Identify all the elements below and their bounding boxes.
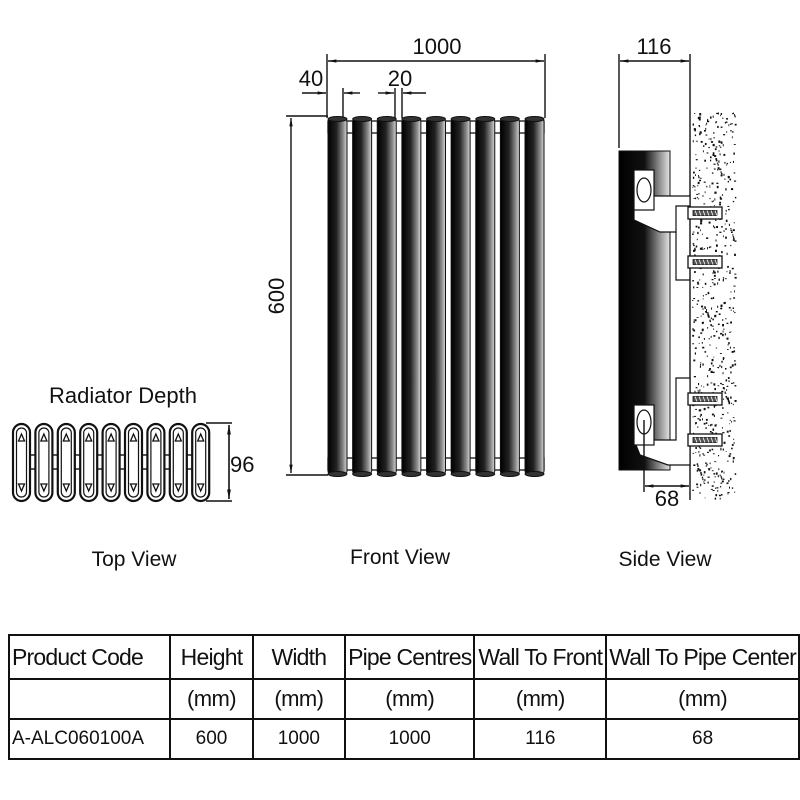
front-view-caption: Front View xyxy=(350,546,451,569)
pipe-centres-cell: 1000 xyxy=(344,718,476,760)
depth-label: 96 xyxy=(230,452,254,477)
width-label: 1000 xyxy=(413,34,462,59)
side-view: 116 68 Side View xyxy=(618,34,737,571)
front-column xyxy=(426,116,446,477)
front-column xyxy=(524,116,545,477)
table-row: A-ALC060100A 600 1000 1000 116 68 xyxy=(7,718,800,760)
product-code-cell: A-ALC060100A xyxy=(7,718,172,760)
technical-drawing: Radiator Depth 96 Top View 1000 xyxy=(11,34,737,571)
wall-to-front-label: 116 xyxy=(636,34,671,59)
front-column xyxy=(475,116,496,477)
radiator-depth-title: Radiator Depth xyxy=(49,383,197,408)
top-column xyxy=(79,422,99,503)
header-product-code: Product Code xyxy=(7,634,172,680)
top-column xyxy=(11,422,32,503)
wall-screw xyxy=(687,433,723,447)
side-view-caption: Side View xyxy=(618,548,712,571)
spec-table: Product Code Height Width Pipe Centres W… xyxy=(7,634,800,760)
wall-to-pipe-label: 68 xyxy=(655,486,679,511)
wall-screw xyxy=(687,206,723,220)
top-column xyxy=(56,422,76,503)
wall-to-front-dimension xyxy=(618,54,691,148)
top-column xyxy=(34,422,54,503)
header-wall-to-front: Wall To Front xyxy=(473,634,608,680)
front-view-columns xyxy=(327,116,545,477)
header-height: Height xyxy=(169,634,254,680)
top-column xyxy=(168,422,188,503)
width-cell: 1000 xyxy=(251,718,347,760)
unit-cell: (mm) xyxy=(169,678,254,720)
front-column xyxy=(401,116,422,477)
unit-cell xyxy=(7,678,172,720)
front-column xyxy=(499,116,520,477)
depth-dimension xyxy=(206,422,232,502)
table-units-row: (mm) (mm) (mm) (mm) (mm) xyxy=(7,678,800,720)
unit-cell: (mm) xyxy=(251,678,347,720)
header-wall-to-pipe-center: Wall To Pipe Center xyxy=(605,634,800,680)
wall-screw xyxy=(687,255,723,269)
top-column xyxy=(146,422,166,503)
table-header-row: Product Code Height Width Pipe Centres W… xyxy=(7,634,800,680)
top-view-columns xyxy=(11,422,211,503)
wall-to-pipe-cell: 68 xyxy=(605,718,800,760)
top-column xyxy=(101,422,121,503)
header-width: Width xyxy=(251,634,347,680)
front-column xyxy=(327,116,348,477)
unit-cell: (mm) xyxy=(344,678,476,720)
front-view: 1000 40 20 600 Front View xyxy=(264,34,546,569)
pipe-width-label: 40 xyxy=(299,66,323,91)
wall-texture xyxy=(692,112,737,500)
top-column xyxy=(123,422,144,503)
front-column xyxy=(352,116,373,477)
top-column xyxy=(191,422,211,503)
wall-to-pipe-dimension xyxy=(643,420,689,492)
height-cell: 600 xyxy=(169,718,254,760)
unit-cell: (mm) xyxy=(605,678,800,720)
width-dimension xyxy=(326,54,546,118)
wall-screw xyxy=(687,392,723,406)
wall-screws xyxy=(687,206,723,447)
unit-cell: (mm) xyxy=(473,678,608,720)
header-pipe-centres: Pipe Centres xyxy=(344,634,476,680)
height-label: 600 xyxy=(264,278,289,315)
top-view-caption: Top View xyxy=(92,548,178,571)
gap-label: 20 xyxy=(388,66,412,91)
front-column xyxy=(450,116,471,477)
front-column xyxy=(376,116,397,477)
top-view: Radiator Depth 96 Top View xyxy=(11,383,254,571)
pipe-spacing-dimension xyxy=(302,88,426,118)
wall-to-front-cell: 116 xyxy=(473,718,608,760)
height-dimension xyxy=(286,115,328,476)
